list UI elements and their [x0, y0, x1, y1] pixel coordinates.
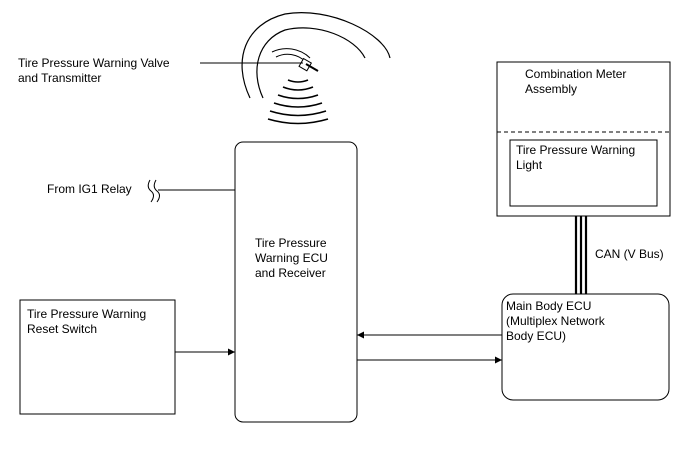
- meter-label-line1: Combination Meter: [525, 67, 626, 81]
- valve-label-line1: Tire Pressure Warning Valve: [18, 56, 170, 70]
- reset-label-line2: Reset Switch: [27, 322, 97, 336]
- can-bus-label: CAN (V Bus): [595, 247, 664, 261]
- ecu-label-line3: and Receiver: [255, 266, 326, 280]
- valve-transmitter-icon: [298, 57, 319, 72]
- light-label-line2: Light: [516, 158, 543, 172]
- body-ecu-label-line2: (Multiplex Network: [506, 314, 606, 328]
- tpms-ecu-receiver-box: [234, 141, 358, 423]
- light-label-line1: Tire Pressure Warning: [516, 143, 635, 157]
- warning-light-box: [509, 139, 658, 207]
- body-ecu-label-line1: Main Body ECU: [506, 299, 591, 313]
- combination-meter-box: [496, 61, 671, 217]
- main-body-ecu-box: [501, 293, 670, 401]
- reset-label-line1: Tire Pressure Warning: [27, 307, 146, 321]
- ig1-break-symbol: [147, 179, 160, 203]
- body-ecu-label-line3: Body ECU): [506, 329, 566, 343]
- valve-label-line2: and Transmitter: [18, 71, 101, 85]
- tire-illustration: [241, 12, 391, 99]
- radio-wave-icon: [267, 79, 329, 125]
- reset-switch-box: [19, 299, 176, 415]
- ecu-label-line2: Warning ECU: [255, 251, 328, 265]
- ig1-relay-label: From IG1 Relay: [47, 182, 132, 196]
- ecu-label-line1: Tire Pressure: [255, 236, 327, 250]
- meter-label-line2: Assembly: [525, 82, 577, 96]
- can-bus-lines: [574, 216, 588, 294]
